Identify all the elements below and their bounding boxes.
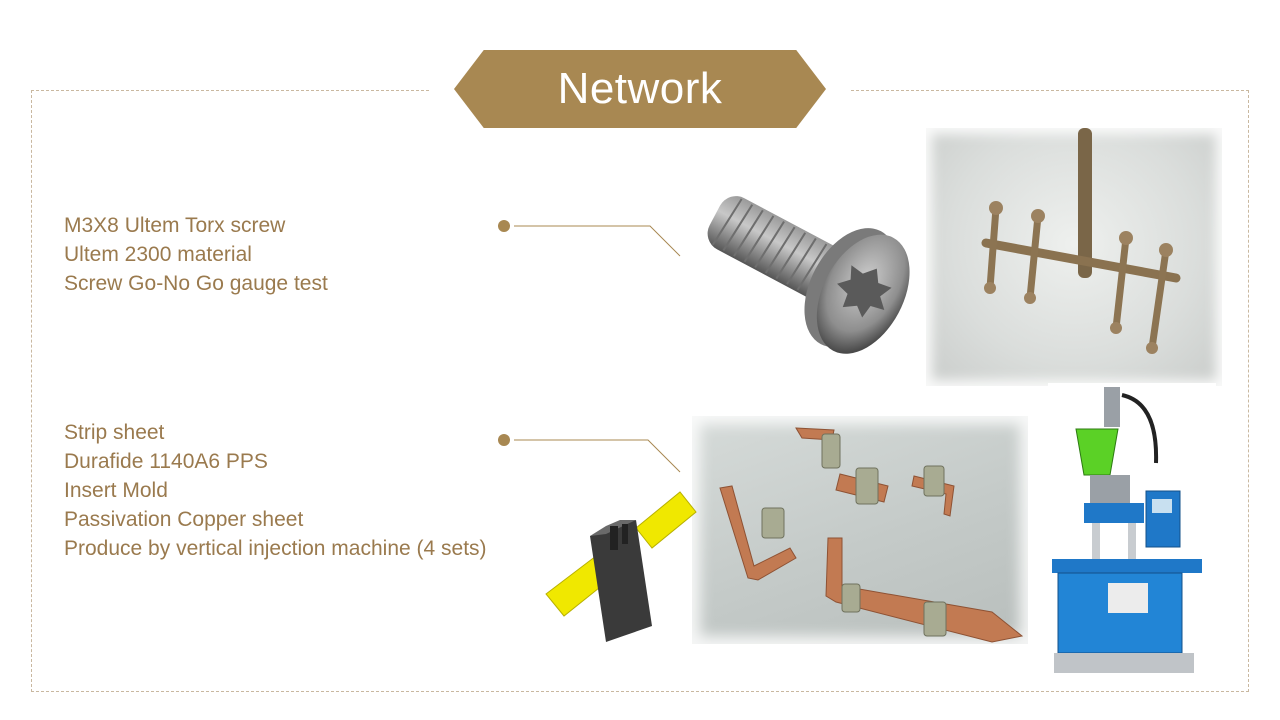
description-line: Strip sheet bbox=[64, 421, 165, 444]
insert-mold-illustration-icon bbox=[545, 491, 697, 642]
torx-screw-illustration-icon bbox=[707, 196, 910, 354]
description-line: Durafide 1140A6 PPS bbox=[64, 450, 268, 473]
description-line: M3X8 Ultem Torx screw bbox=[64, 214, 286, 237]
strip-description: Strip sheet Durafide 1140A6 PPS Insert M… bbox=[64, 418, 487, 563]
title-banner: Network bbox=[454, 50, 826, 128]
description-line: Ultem 2300 material bbox=[64, 243, 252, 266]
screw-callout-connector bbox=[498, 220, 681, 257]
description-line: Screw Go-No Go gauge test bbox=[64, 272, 328, 295]
description-line: Passivation Copper sheet bbox=[64, 508, 304, 531]
description-line: Insert Mold bbox=[64, 479, 168, 502]
description-line: Produce by vertical injection machine (4… bbox=[64, 537, 487, 560]
copper-strip-photo bbox=[692, 416, 1028, 644]
screw-description: M3X8 Ultem Torx screw Ultem 2300 materia… bbox=[64, 211, 328, 298]
sprue-parts-photo-icon bbox=[981, 128, 1181, 354]
injection-machine-photo-icon bbox=[1052, 387, 1202, 673]
sprue-parts-photo bbox=[926, 128, 1222, 386]
strip-callout-connector bbox=[498, 434, 681, 473]
page-title: Network bbox=[557, 64, 723, 113]
injection-machine-photo bbox=[1048, 383, 1216, 683]
copper-strip-photo-icon bbox=[719, 427, 1024, 643]
